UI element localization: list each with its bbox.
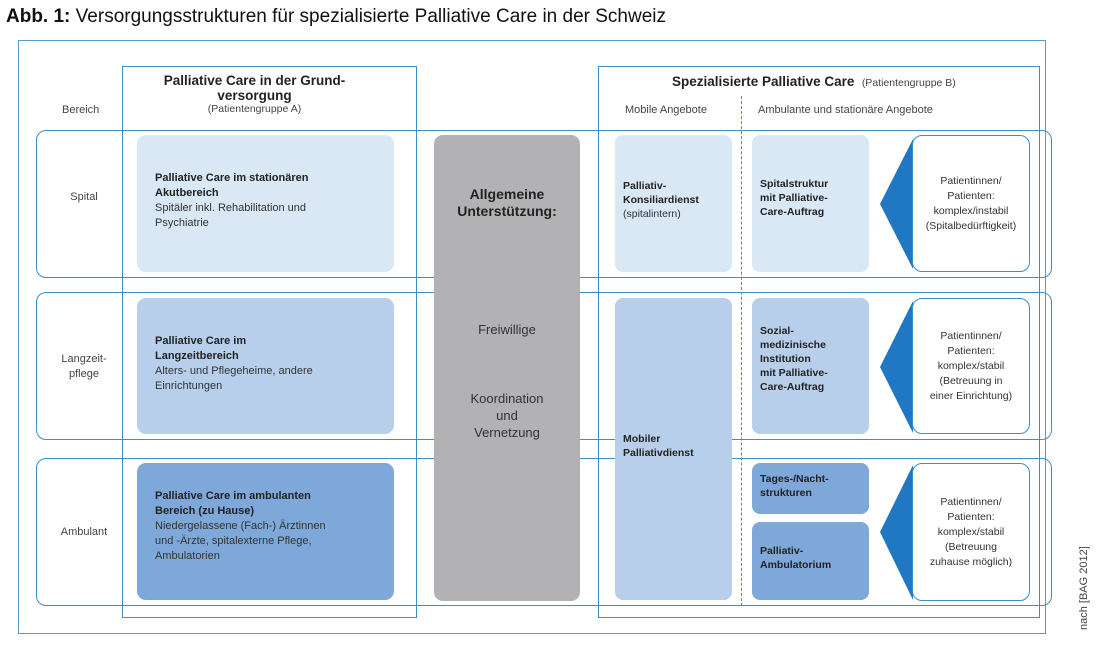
row-label-langzeit-l1: Langzeit- xyxy=(61,353,107,365)
col-mobile-label: Mobile Angebote xyxy=(625,104,707,116)
grundversorgung-column xyxy=(122,66,417,618)
figure-title-text: Versorgungsstrukturen für spezialisierte… xyxy=(75,6,666,27)
support-item-koordination: Koordination und Vernetzung xyxy=(434,390,580,441)
box-dienst-l1: Mobiler xyxy=(623,433,661,445)
box-inst-l4: mit Palliative- xyxy=(760,367,828,379)
arrow-spital-icon xyxy=(880,139,913,269)
box-grund-spital-desc-l2: Psychiatrie xyxy=(155,217,209,229)
box-grund-spital-desc-l1: Spitäler inkl. Rehabilitation und xyxy=(155,202,307,214)
box-tages-l1: Tages-/Nacht- xyxy=(760,473,829,485)
patient-ambulant-l5: zuhause möglich) xyxy=(929,555,1013,568)
patient-box-spital: Patientinnen/ Patienten: komplex/instabi… xyxy=(912,135,1030,272)
box-spitalstruktur-l3: Care-Auftrag xyxy=(760,206,825,218)
column-separator xyxy=(741,96,742,606)
row-label-langzeit-l2: pflege xyxy=(69,368,99,380)
patient-spital-l4: (Spitalbedürftigkeit) xyxy=(925,219,1017,232)
box-inst-l1: Sozial- xyxy=(760,325,794,337)
arrow-triangles xyxy=(880,139,913,600)
support-item2-l3: Vernetzung xyxy=(474,425,540,440)
box-grund-ambulant-desc-l3: Ambulatorien xyxy=(155,550,220,562)
box-grund-ambulant: Palliative Care im ambulanten Bereich (z… xyxy=(137,463,394,600)
box-konsiliar-l1: Palliativ- xyxy=(623,180,667,192)
grundversorgung-subtitle: (Patientengruppe A) xyxy=(207,103,302,115)
box-spitalstruktur-l1: Spitalstruktur xyxy=(760,178,829,190)
support-title-l2: Unterstützung: xyxy=(457,203,557,219)
figure-title: Abb. 1: Versorgungsstrukturen für spezia… xyxy=(6,6,666,28)
patient-spital-l1: Patientinnen/ xyxy=(940,174,1002,187)
box-grund-spital-title-l2: Akutbereich xyxy=(155,187,219,199)
patient-langzeit-l2: Patienten: xyxy=(947,344,995,357)
support-item2-l1: Koordination xyxy=(470,391,544,406)
box-inst-l5: Care-Auftrag xyxy=(760,381,825,393)
support-title-l1: Allgemeine xyxy=(469,186,545,202)
box-grund-ambulant-desc-l1: Niedergelassene (Fach-) Ärztinnen xyxy=(155,520,326,532)
box-dienst-l2: Palliativdienst xyxy=(623,447,694,459)
box-grund-langzeit: Palliative Care im Langzeitbereich Alter… xyxy=(137,298,394,434)
box-grund-langzeit-title-l1: Palliative Care im xyxy=(155,335,247,347)
patient-spital-l2: Patienten: xyxy=(947,189,995,202)
box-grund-ambulant-desc-l2: und -Ärzte, spitalexterne Pflege, xyxy=(155,535,312,547)
box-amb-l1: Palliativ- xyxy=(760,545,804,557)
support-column xyxy=(434,135,580,601)
support-item2-l2: und xyxy=(496,408,518,423)
patient-ambulant-l3: komplex/stabil xyxy=(937,525,1005,538)
patient-langzeit-l1: Patientinnen/ xyxy=(940,329,1002,342)
source-note: nach [BAG 2012] xyxy=(1078,546,1090,630)
row-label-ambulant: Ambulant xyxy=(60,526,108,538)
grundversorgung-title-line2: versorgung xyxy=(217,88,292,103)
figure-title-prefix: Abb. 1: xyxy=(6,6,71,27)
patient-ambulant-l2: Patienten: xyxy=(947,510,995,523)
patient-spital-l3: komplex/instabil xyxy=(933,204,1009,217)
row-label-spital: Spital xyxy=(70,191,98,203)
diagram-frame xyxy=(18,40,1046,634)
grundversorgung-title-line1: Palliative Care in der Grund- xyxy=(163,73,346,88)
box-grund-langzeit-title-l2: Langzeitbereich xyxy=(155,350,239,362)
box-grund-langzeit-desc-l2: Einrichtungen xyxy=(155,380,223,392)
box-grund-langzeit-desc-l1: Alters- und Pflegeheime, andere xyxy=(155,365,313,377)
box-konsiliar-l2: Konsiliardienst xyxy=(623,194,699,206)
box-mobiler-palliativdienst: Mobiler Palliativdienst xyxy=(615,298,732,600)
box-tages-l2: strukturen xyxy=(760,487,812,499)
arrow-ambulant-icon xyxy=(880,465,913,600)
spezialisiert-title: Spezialisierte Palliative Care xyxy=(672,74,855,89)
bereich-label: Bereich xyxy=(62,104,100,116)
box-amb-l2: Ambulatorium xyxy=(760,559,832,571)
box-inst-l3: Institution xyxy=(760,353,811,365)
box-inst-l2: medizinische xyxy=(760,339,826,351)
patient-langzeit-l3: komplex/stabil xyxy=(937,359,1005,372)
patient-box-ambulant: Patientinnen/ Patienten: komplex/stabil … xyxy=(912,463,1030,601)
grundversorgung-header: Palliative Care in der Grund- versorgung… xyxy=(122,73,387,115)
row-label-langzeit: Langzeit- pflege xyxy=(44,352,124,382)
box-spitalstruktur-l2: mit Palliative- xyxy=(760,192,828,204)
arrow-langzeit-icon xyxy=(880,301,913,433)
box-grund-ambulant-title-l1: Palliative Care im ambulanten xyxy=(155,490,311,502)
patient-box-langzeit: Patientinnen/ Patienten: komplex/stabil … xyxy=(912,298,1030,434)
patient-ambulant-l4: (Betreuung xyxy=(945,540,997,553)
spezialisiert-subtitle: (Patientengruppe B) xyxy=(861,77,956,89)
patient-langzeit-l4: (Betreuung in xyxy=(939,374,1003,387)
box-konsiliar-sub: (spitalintern) xyxy=(623,208,681,220)
patient-ambulant-l1: Patientinnen/ xyxy=(940,495,1002,508)
box-sozialmedizinische-institution: Sozial- medizinische Institution mit Pal… xyxy=(752,298,869,434)
support-title: Allgemeine Unterstützung: xyxy=(434,186,580,220)
box-tages-nachtstrukturen: Tages-/Nacht- strukturen xyxy=(752,463,869,514)
box-spitalstruktur: Spitalstruktur mit Palliative- Care-Auft… xyxy=(752,135,869,272)
patient-langzeit-l5: einer Einrichtung) xyxy=(929,389,1013,402)
support-item-freiwillige: Freiwillige xyxy=(478,322,536,337)
box-grund-spital: Palliative Care im stationären Akutberei… xyxy=(137,135,394,272)
spezialisiert-column xyxy=(598,66,1040,618)
box-konsiliardienst: Palliativ- Konsiliardienst (spitalintern… xyxy=(615,135,732,272)
box-palliativ-ambulatorium: Palliativ- Ambulatorium xyxy=(752,522,869,600)
col-ambulant-label: Ambulante und stationäre Angebote xyxy=(758,104,933,116)
box-grund-spital-title-l1: Palliative Care im stationären xyxy=(155,172,309,184)
spezialisiert-header: Spezialisierte Palliative Care (Patiente… xyxy=(672,73,956,91)
box-grund-ambulant-title-l2: Bereich (zu Hause) xyxy=(155,505,255,517)
